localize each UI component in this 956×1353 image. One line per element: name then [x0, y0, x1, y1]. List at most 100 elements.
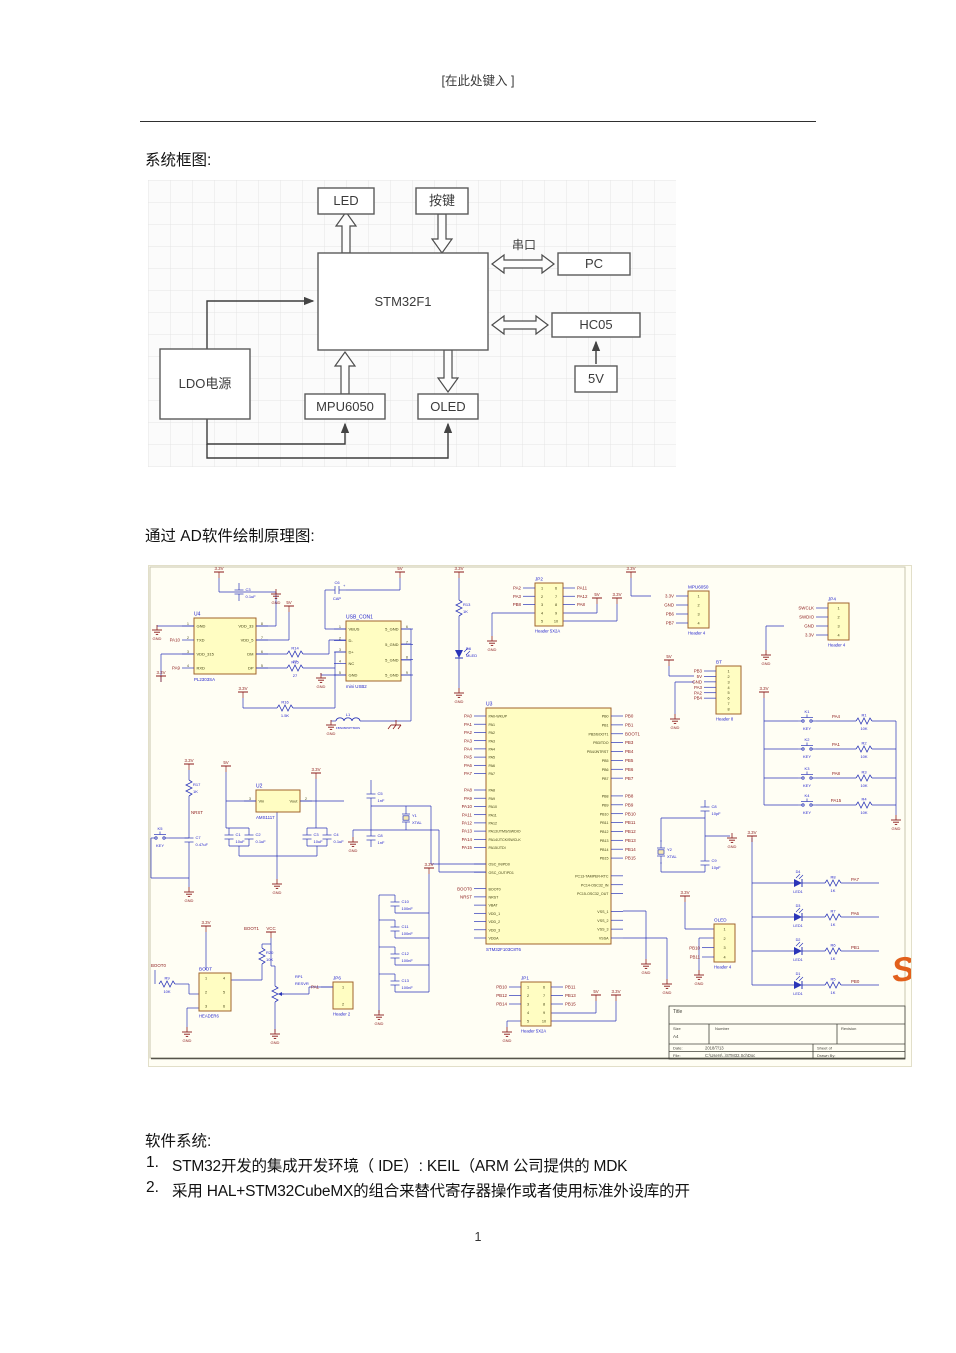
schematic-text: 3 — [205, 1005, 207, 1009]
schematic-text: DP — [248, 666, 254, 671]
node-mpu-label: MPU6050 — [316, 399, 374, 414]
schematic-text: NRST — [460, 894, 472, 899]
schematic-text: PA12 — [489, 821, 498, 825]
schematic-text: VSS_2 — [597, 919, 608, 923]
schematic-text: PB12 — [496, 993, 507, 998]
schematic-text: 4 — [339, 660, 341, 664]
schematic-text: Vin — [259, 799, 265, 804]
schematic-text: Y2 — [667, 847, 673, 852]
schematic-text: PA1 — [832, 742, 841, 747]
schematic-text: C3 — [246, 587, 252, 592]
schematic-text: LED1 — [793, 890, 803, 894]
power-port-5V: 5V — [221, 760, 231, 772]
schematic-text: GND — [349, 848, 358, 853]
schematic-text: 2 — [187, 636, 189, 640]
schematic-text: 3.3V — [454, 566, 463, 571]
arrow-stm32-to-led — [334, 210, 358, 254]
diagram-lines — [206, 296, 601, 459]
schematic-text: PB8 — [513, 602, 522, 607]
header-placeholder[interactable]: [在此处键入 ] — [441, 74, 515, 88]
schematic-text: D2 — [796, 938, 801, 942]
node-ldo-box — [159, 348, 251, 420]
schematic-text: C4 — [334, 832, 340, 837]
schematic-text: 5V — [697, 674, 702, 679]
schematic-text: 1 — [339, 625, 341, 629]
schematic-text: VBAT — [489, 904, 499, 908]
schematic-text: PA0-WKUP — [489, 715, 508, 719]
section-title-software: 软件系统: — [145, 1133, 212, 1150]
schematic-text: PA3 — [513, 594, 522, 599]
schematic-text: PB11 — [600, 821, 609, 825]
schematic-text: R1 — [861, 713, 867, 718]
node-key-box — [415, 187, 469, 215]
schematic-text: 3 — [187, 650, 189, 654]
schematic-text: PC15-OSC32_OUT — [577, 892, 609, 896]
schematic-text: 2 — [837, 616, 839, 620]
schematic-text: 6 — [223, 1005, 225, 1009]
schematic-text: 6 — [406, 625, 408, 629]
schematic-text: PB3/TDO — [593, 741, 609, 745]
schematic-text: 3 — [697, 613, 699, 617]
schematic-text: 3.3V — [424, 862, 433, 867]
schematic-text: GND — [185, 898, 194, 903]
sheet-border — [149, 566, 906, 1060]
schematic-text: PB7 — [602, 777, 609, 781]
schematic-text: C:\Users\..\STM32.SchDoc — [705, 1053, 755, 1058]
section-title-block-diagram: 系统框图: — [145, 152, 212, 169]
schematic-text: 3.3V — [759, 686, 768, 691]
schematic-text: 5 — [223, 991, 225, 995]
schematic-text: 4 — [727, 686, 729, 690]
schematic-text: BOOT — [199, 967, 212, 972]
schematic-text: MPU6050 — [688, 585, 709, 590]
schematic-text: VCC — [266, 926, 275, 931]
schematic-text: 3.3V — [201, 920, 210, 925]
power-port-3.3V: 3.3V — [201, 920, 211, 932]
schematic-text: 10K — [860, 726, 867, 731]
schematic-text: mini USB2 — [346, 684, 367, 689]
header-rule — [140, 121, 816, 122]
schematic-text: 4 — [223, 977, 225, 981]
schematic-text: 3.3V — [184, 758, 193, 763]
net-label: PA6 — [851, 911, 860, 916]
node-5v-label: 5V — [588, 371, 604, 386]
section-title-schematic: 通过 AD软件绘制原理图: — [145, 528, 315, 545]
schematic-text: 7 — [543, 994, 545, 998]
power-port-3.3V: 3.3V — [424, 862, 434, 874]
system-block-diagram: LED 按键 STM32F1 PC HC05 5V LDO电源 MPU6050 … — [148, 180, 676, 467]
power-port-3.3V: 3.3V — [747, 830, 757, 842]
power-port-VCC: VCC — [266, 926, 276, 938]
schematic-text: 1K — [193, 789, 198, 794]
schematic-text: 1 — [205, 977, 207, 981]
schematic-text: PB10 — [600, 812, 609, 816]
watermark-icon: S — [890, 950, 917, 990]
arrow-mpu-to-stm32 — [333, 350, 357, 395]
schematic-text: 3.3V — [805, 633, 814, 638]
schematic-text: 5 — [339, 671, 341, 675]
schematic-text: 1K — [831, 888, 836, 893]
schematic-text: K3 — [805, 766, 811, 771]
schematic-text: Header 5X2A — [535, 629, 560, 634]
ground-symbol: GND — [348, 837, 358, 853]
schematic-text: KEY — [803, 754, 811, 759]
schematic-text: PA15 — [462, 845, 473, 850]
schematic-text: KEY — [803, 783, 811, 788]
schematic-text: Title — [673, 1009, 682, 1015]
schematic-text: GND — [692, 679, 702, 684]
ground-symbol: GND — [272, 879, 282, 895]
schematic-text: R4 — [861, 797, 867, 802]
schematic-text: NC — [349, 661, 355, 666]
schematic-text: BOOT0 — [457, 886, 472, 891]
schematic-text: PB9 — [625, 802, 634, 807]
schematic-text: 3.3V — [156, 670, 165, 675]
